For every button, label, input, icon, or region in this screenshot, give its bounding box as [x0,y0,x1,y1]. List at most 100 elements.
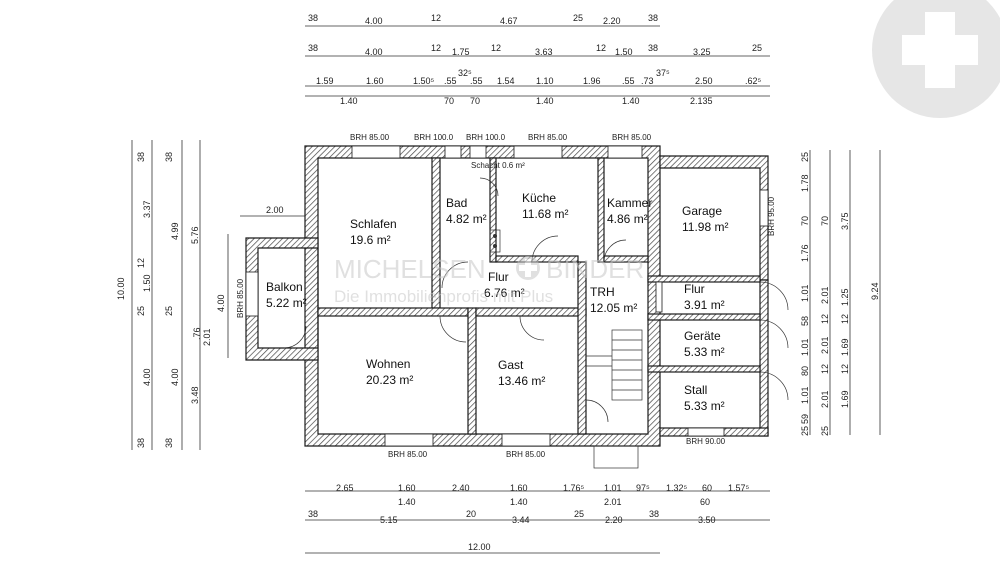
room-name: Wohnen [366,357,410,371]
room-area: 5.33 m² [684,345,725,359]
room-area: 11.98 m² [682,220,728,234]
dim-label: 38 [136,152,146,162]
brh-label: BRH 90.00 [686,437,726,446]
brh-label: BRH 85.00 [236,278,245,318]
dim-label: 2.135 [690,96,713,106]
dim-label: 25 [164,306,174,316]
left-dimensions [131,140,305,450]
shaft-label: Schacht 0.6 m² [471,161,525,170]
room-gast: Gast 13.46 m² [498,358,545,388]
bath-shaft: Schacht 0.6 m² [471,161,525,253]
dim-label: .73 [641,76,654,86]
room-area: 4.82 m² [446,212,487,226]
dim-label: 12 [820,364,830,374]
brh-label: BRH 95.00 [767,196,776,236]
room-name: Flur [684,282,705,296]
dim-label: 10.00 [116,277,126,300]
room-name: Schlafen [350,217,397,231]
dim-label: 12 [840,314,850,324]
dim-label: 1.96 [583,76,601,86]
room-name: Kammer [607,196,652,210]
top-dim-row3: 1.59 1.60 1.50⁵ .55 32⁵ .55 1.54 1.10 1.… [316,68,762,106]
dim-label: 25 [573,13,583,23]
dim-label: 12 [431,43,441,53]
dim-label: 4.00 [142,368,152,386]
dim-label: 3.50 [698,515,716,525]
dim-label: 38 [649,509,659,519]
dim-label: 2.01 [820,390,830,408]
dim-label: 2.20 [603,16,621,26]
dim-label: 1.69 [840,338,850,356]
room-garage: Garage 11.98 m² [682,204,728,234]
dim-label: 3.37 [142,200,152,218]
brh-label: BRH 100.0 [414,133,454,142]
dim-label: 1.25 [840,288,850,306]
top-dim-row2: 38 4.00 12 1.75 12 3.63 12 1.50 38 3.25 … [308,43,762,57]
dim-label: 4.99 [170,222,180,240]
walls [245,145,769,447]
dim-label: 25 [820,426,830,436]
room-flur-mitte: Flur 6.76 m² [484,270,525,300]
dim-label: 38 [164,152,174,162]
dim-label: 1.01 [800,386,810,404]
top-dim-row1: 38 4.00 12 4.67 25 2.20 38 [308,13,658,26]
brh-label: BRH 85.00 [528,133,568,142]
dim-label: 1.60 [366,76,384,86]
dim-label: 1.50⁵ [413,76,435,86]
dim-label: 70 [820,216,830,226]
dim-label: 2.40 [452,483,470,493]
dim-label: 12 [840,364,850,374]
dim-label: 1.01 [604,483,622,493]
room-wohnen: Wohnen 20.23 m² [366,357,413,387]
dim-label: 38 [648,13,658,23]
room-labels: Schlafen 19.6 m² Bad 4.82 m² Küche 11.68… [266,191,728,413]
dim-label: 97⁵ [636,483,650,493]
dim-label: 2.01 [202,328,212,346]
watermark-tagline: Die Immobilienprofis mit Plus [334,287,553,306]
dim-label: 4.67 [500,16,518,26]
left-dim-labels: 10.00 38 3.37 12 1.50 25 4.00 38 38 4.99… [116,152,284,448]
dim-label: 25 [574,509,584,519]
dim-label: 38 [648,43,658,53]
dim-label: 1.76 [800,244,810,262]
room-area: 19.6 m² [350,233,391,247]
brh-label: BRH 85.00 [388,450,428,459]
dim-label: 38 [308,43,318,53]
room-area: 5.33 m² [684,399,725,413]
dim-label: 25 [800,426,810,436]
dim-label: 5.15 [380,515,398,525]
right-dim-labels: 25 1.78 70 1.76 1.01 58 1.01 80 1.01 59 … [800,152,880,436]
room-area: 3.91 m² [684,298,725,312]
room-area: 5.22 m² [266,296,307,310]
dim-label: 1.54 [497,76,515,86]
dim-label: 70 [800,216,810,226]
room-trh: TRH 12.05 m² [590,285,637,315]
room-flur-rechts: Flur 3.91 m² [684,282,725,312]
dim-label: 12 [820,314,830,324]
dim-label: 12 [596,43,606,53]
watermark-brand-left: MICHELSEN [334,254,486,284]
dim-label: 1.10 [536,76,554,86]
dim-label: 38 [136,438,146,448]
brh-labels: BRH 85.00 BRH 100.0 BRH 100.0 BRH 85.00 … [236,133,776,459]
room-area: 11.68 m² [522,207,568,221]
dim-label: 2.50 [695,76,713,86]
dim-label: 37⁵ [656,68,670,78]
dim-label: 1.40 [510,497,528,507]
dim-label: 38 [308,509,318,519]
dim-label: 12 [431,13,441,23]
bottom-dimensions [305,490,770,554]
bottom-dim-row1: 2.65 1.60 2.40 1.60 1.76⁵ 1.01 97⁵ 1.32⁵… [336,483,750,507]
dim-label: 38 [164,438,174,448]
room-area: 12.05 m² [590,301,637,315]
dim-label: 12.00 [468,542,491,552]
brh-label: BRH 100.0 [466,133,506,142]
dim-label: 9.24 [870,282,880,300]
room-stall: Stall 5.33 m² [684,383,725,413]
dim-label: 1.01 [800,338,810,356]
brh-label: BRH 85.00 [350,133,390,142]
dim-label: .76 [192,327,202,340]
room-name: Küche [522,191,556,205]
dim-label: 25 [752,43,762,53]
dim-label: 2.01 [820,336,830,354]
